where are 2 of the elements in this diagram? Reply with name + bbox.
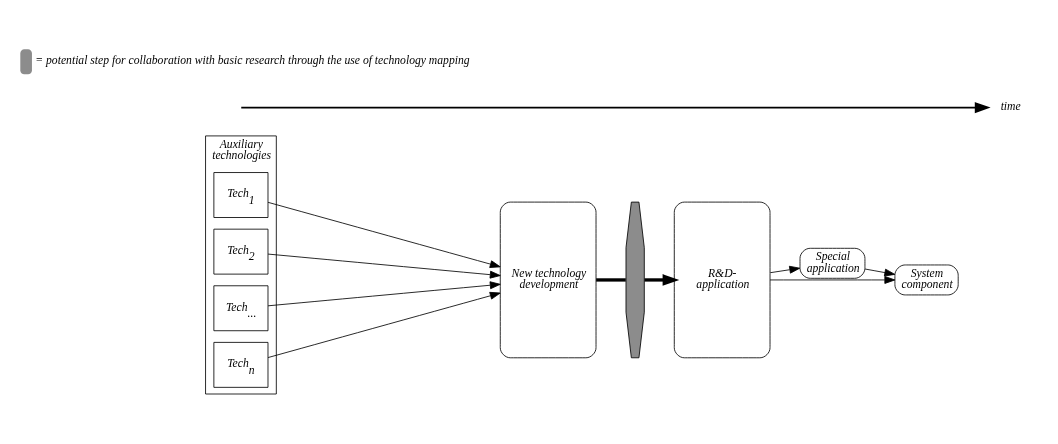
label: time [1000, 99, 1021, 113]
legend-label: = potential step for collaboration with basic research through the use of technology mapping [35, 53, 470, 67]
